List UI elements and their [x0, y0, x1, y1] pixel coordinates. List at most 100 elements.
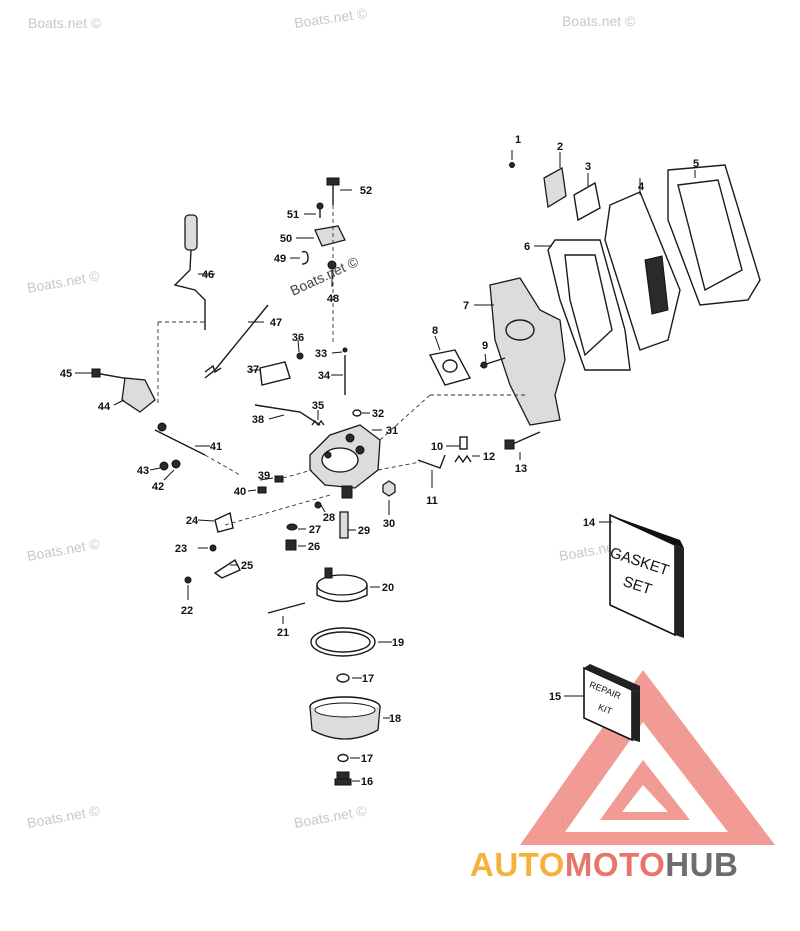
callout-37: 37 [247, 364, 259, 376]
part-float-20 [316, 567, 380, 603]
part-lever-44 [113, 377, 156, 413]
part-screw-22 [184, 576, 192, 600]
part-nut-42 [163, 459, 181, 481]
callout-17b: 17 [361, 753, 373, 765]
watermark: Boats.net © [28, 15, 102, 31]
part-screw-9 [479, 353, 506, 369]
watermark: Boats.net © [26, 267, 102, 296]
part-washer-43 [149, 461, 169, 471]
callout-50: 50 [280, 233, 292, 245]
callout-35: 35 [312, 400, 324, 412]
callout-30: 30 [383, 518, 395, 530]
part-gasket-8 [428, 335, 472, 386]
callout-labels: 1 2 3 4 5 6 7 8 9 10 11 12 13 14 15 16 1… [60, 134, 699, 788]
logo-part-hub: HUB [665, 846, 739, 883]
callout-3: 3 [585, 161, 591, 173]
callout-36: 36 [292, 332, 304, 344]
part-oring-17a [336, 673, 362, 683]
part-plug-28 [314, 501, 326, 513]
callout-13: 13 [515, 463, 527, 475]
callout-8: 8 [432, 325, 438, 337]
callout-15: 15 [549, 691, 561, 703]
callout-2: 2 [557, 141, 563, 153]
part-drain-plug-16 [334, 771, 360, 786]
callout-46: 46 [202, 269, 214, 281]
part-reed-plate-2 [543, 152, 567, 209]
callout-51: 51 [287, 209, 299, 221]
watermark: Boats.net © [293, 802, 369, 831]
part-bracket-37 [250, 361, 291, 386]
callout-47: 47 [270, 317, 282, 329]
callout-26: 26 [308, 541, 320, 553]
callout-38: 38 [252, 414, 264, 426]
callout-9: 9 [482, 340, 488, 352]
callout-19: 19 [392, 637, 404, 649]
logo-part-moto: MOTO [564, 846, 666, 883]
part-shaft-38 [254, 404, 321, 426]
callout-12: 12 [483, 451, 495, 463]
callout-7: 7 [463, 300, 469, 312]
repair-kit-box [564, 664, 640, 742]
part-intake-manifold-7 [474, 277, 566, 426]
part-reed-stop-1 [509, 150, 515, 168]
callout-20: 20 [382, 582, 394, 594]
part-gasket-19 [310, 627, 392, 657]
part-link-11 [417, 454, 446, 488]
callout-17a: 17 [362, 673, 374, 685]
part-spring-35 [311, 410, 325, 427]
callout-18: 18 [389, 713, 401, 725]
callout-24: 24 [186, 515, 199, 527]
automotohub-logo: AUTOMOTOHUB [470, 845, 800, 885]
callout-25: 25 [241, 560, 253, 572]
watermark: Boats.net © [293, 5, 369, 31]
part-reed-block-4 [604, 178, 681, 351]
callout-52: 52 [360, 185, 372, 197]
part-screw-40 [247, 486, 267, 494]
part-clip-49 [290, 250, 309, 265]
part-jet-29 [339, 511, 356, 539]
watermark: Boats.net © [26, 535, 102, 564]
part-float-bowl-18 [309, 696, 390, 740]
callout-34: 34 [318, 370, 331, 382]
callout-44: 44 [98, 401, 111, 413]
watermark: Boats.net © [562, 13, 636, 29]
callout-32: 32 [372, 408, 384, 420]
callout-4: 4 [638, 181, 645, 193]
watermark: Boats.net © [288, 253, 362, 299]
part-oring-17b [337, 753, 360, 763]
callout-21: 21 [277, 627, 289, 639]
callout-27: 27 [309, 524, 321, 536]
part-ball-33 [331, 347, 348, 354]
part-lever-24 [197, 511, 234, 533]
part-arm-25 [213, 558, 241, 579]
part-shaft-41 [154, 422, 210, 456]
callout-41: 41 [210, 441, 222, 453]
callout-31: 31 [386, 425, 398, 437]
callout-42: 42 [152, 481, 164, 493]
part-screw-52 [326, 177, 352, 205]
callout-29: 29 [358, 525, 370, 537]
callout-33: 33 [315, 348, 327, 360]
part-screw-36 [296, 339, 304, 360]
logo-mark [520, 670, 775, 845]
watermark: Boats.net © [26, 802, 102, 831]
part-choke-knob-46 [173, 214, 215, 330]
part-reed-3 [573, 173, 601, 222]
part-oring-32 [352, 409, 370, 417]
part-bracket-50 [296, 225, 346, 247]
part-carburetor-body-31 [309, 424, 382, 499]
callout-39: 39 [258, 470, 270, 482]
callout-5: 5 [693, 158, 699, 170]
part-bolt-13 [504, 431, 541, 460]
part-10 [446, 436, 468, 450]
callout-40: 40 [234, 486, 246, 498]
callout-14: 14 [583, 517, 596, 529]
part-nut-48 [327, 260, 337, 287]
callout-1: 1 [515, 134, 521, 146]
callout-45: 45 [60, 368, 72, 380]
callout-11: 11 [426, 495, 438, 507]
callout-22: 22 [181, 605, 193, 617]
part-gasket-27 [286, 523, 306, 531]
part-screw-39 [259, 475, 284, 483]
